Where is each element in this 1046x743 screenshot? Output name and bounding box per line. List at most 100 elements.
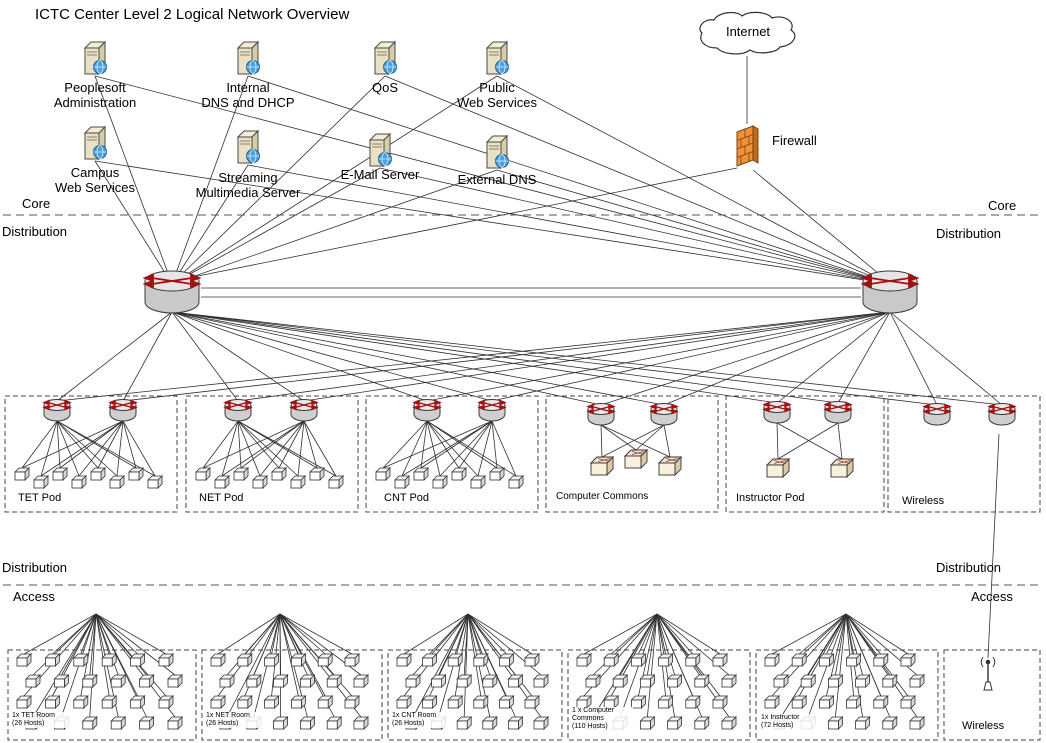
host-icon <box>101 653 117 667</box>
wire-server-router <box>94 75 173 285</box>
wire-router-switch <box>122 311 173 402</box>
host-icon <box>326 716 342 730</box>
wire-fan-host <box>638 613 658 655</box>
wire-router-switch <box>171 311 428 402</box>
server-label-email: E-Mail Server <box>340 167 420 182</box>
wire-fan-host <box>463 613 469 718</box>
wire-server-router <box>94 75 891 285</box>
computer-commons-room-box <box>567 649 751 741</box>
host-icon <box>130 695 146 709</box>
wire-fan-host <box>279 613 299 697</box>
wire-switch-host <box>401 420 428 477</box>
host-icon <box>237 653 253 667</box>
host-icon <box>54 674 69 688</box>
wire-switch-host <box>56 420 61 469</box>
zone-access-left: Access <box>13 589 55 604</box>
wire-server-router <box>171 164 249 285</box>
wire-fan-host <box>89 613 97 718</box>
room-label-computer-commons: 1 x Computer Commons (110 Hosts) <box>571 707 633 732</box>
left-distribution-router-icon <box>144 270 200 314</box>
wire-switch-host <box>237 420 299 477</box>
qos-server-icon <box>374 41 397 75</box>
wire-fan-host <box>467 613 507 655</box>
wire-fan-host <box>279 613 281 718</box>
host-icon <box>139 674 155 688</box>
room-label-wireless: Wireless <box>962 720 1005 732</box>
room-label-instructor: 1x Instructor (72 Hosts) <box>760 714 822 731</box>
host-icon <box>819 695 834 709</box>
pod-label-wireless: Wireless <box>902 495 945 507</box>
room-label-cnt: 1x CNT Room (26 Hosts) <box>391 712 453 729</box>
wire-switch-host <box>297 420 305 477</box>
wire-switch-host <box>240 420 305 469</box>
switch-icon <box>824 400 852 424</box>
host-icon <box>90 467 106 481</box>
wire-server-router <box>171 75 498 285</box>
host-icon <box>353 716 369 730</box>
workstation-icon <box>590 456 614 476</box>
host-icon <box>640 716 655 730</box>
generated-icons <box>14 398 1016 730</box>
host-icon <box>246 674 262 688</box>
wire-server-router <box>384 75 891 285</box>
wire-switch-host <box>78 420 124 477</box>
wire-fan-host <box>592 613 658 718</box>
instructor-pod-box <box>725 395 885 513</box>
host-icon <box>422 653 438 667</box>
tet-room-box <box>7 649 197 741</box>
wire-fan-host <box>771 613 847 655</box>
host-icon <box>667 674 682 688</box>
host-icon <box>585 674 601 688</box>
host-icon <box>800 674 816 688</box>
wire-router-switch <box>56 311 891 402</box>
server-label-streaming: Streaming Multimedia Server <box>195 170 301 201</box>
host-icon <box>219 674 235 688</box>
zone-distribution-lower-left: Distribution <box>2 560 68 575</box>
wire-switch-host <box>382 420 428 469</box>
wireless-pod-box <box>887 395 1041 513</box>
wire-switch-host <box>122 420 156 477</box>
switch-icon <box>43 398 71 422</box>
host-icon <box>473 695 489 709</box>
host-icon <box>482 716 498 730</box>
host-icon <box>456 716 472 730</box>
wire-switch-host <box>40 420 124 477</box>
wire-server-router <box>171 75 386 285</box>
host-icon <box>252 475 268 489</box>
zone-core-right: Core <box>988 198 1017 213</box>
wire-server-router <box>247 164 891 285</box>
firewall-icon <box>736 125 759 167</box>
switch-icon <box>763 400 791 424</box>
wire-fan-host <box>647 613 658 718</box>
host-icon <box>16 653 32 667</box>
host-icon <box>658 653 673 667</box>
server-label-internal-dns: Internal DNS and DHCP <box>201 80 295 111</box>
pod-label-tet: TET Pod <box>18 492 62 504</box>
host-icon <box>317 653 333 667</box>
firewall-label: Firewall <box>772 133 817 148</box>
pod-label-instructor: Instructor Pod <box>736 492 805 504</box>
wire-router-switch <box>889 311 1003 406</box>
workstation-icon <box>658 456 682 476</box>
host-icon <box>422 695 438 709</box>
host-icon <box>685 695 701 709</box>
host-icon <box>130 653 146 667</box>
host-icon <box>667 716 682 730</box>
wire-router-switch <box>171 311 778 404</box>
wire-switch-host <box>202 420 305 469</box>
host-icon <box>158 695 174 709</box>
host-icon <box>195 467 211 481</box>
server-label-peoplesoft: Peoplesoft Administration <box>53 80 137 111</box>
host-icon <box>264 695 280 709</box>
wire-fan-host <box>467 613 482 697</box>
switch-icon <box>109 398 137 422</box>
wire-fan-host <box>656 613 721 655</box>
workstation-icon <box>624 449 648 469</box>
wire-router-switch <box>303 311 891 402</box>
host-icon <box>524 653 540 667</box>
host-icon <box>846 695 861 709</box>
host-icon <box>447 695 463 709</box>
wire-switch-host <box>221 420 305 477</box>
host-icon <box>900 695 916 709</box>
wire-fan-host <box>279 613 353 655</box>
